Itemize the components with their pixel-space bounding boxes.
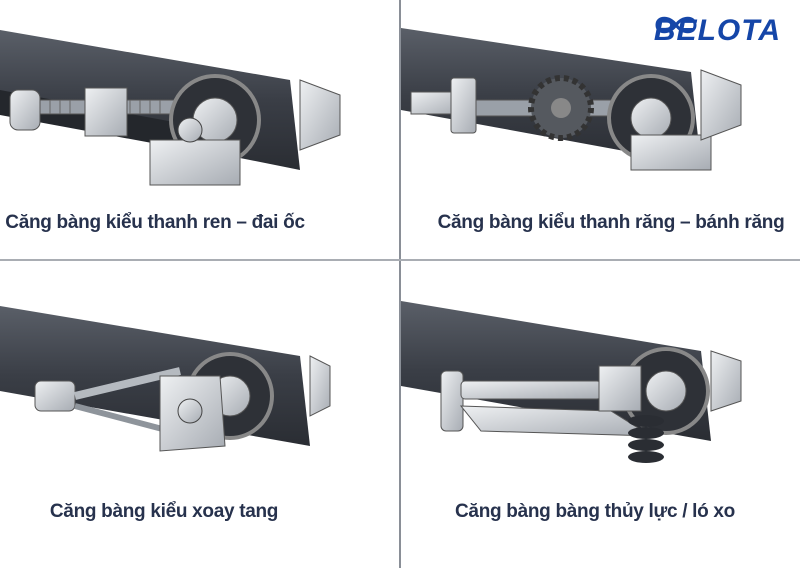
panel-pivot: Căng bàng kiểu xoay tang [0, 261, 400, 568]
spring [74, 403, 171, 434]
nut-block [84, 87, 128, 137]
hydraulic-spring-illustration [401, 301, 742, 463]
panel-caption: Căng bàng kiểu thanh răng – bánh răng [437, 212, 785, 233]
panel-rack-pinion: BELOTA Căng bàng kiểu thanh răng – bánh … [401, 0, 800, 259]
bracket [630, 134, 712, 171]
screw-nut-illustration [0, 30, 341, 186]
rack-bracket [450, 77, 477, 134]
pivot-illustration [0, 306, 331, 452]
brand-logo: BELOTA [654, 14, 781, 48]
vertical-divider [399, 0, 401, 568]
bearing [9, 89, 41, 131]
panel-hydraulic-spring: Căng bàng bàng thủy lực / ló xo [401, 261, 800, 568]
panel-caption: Căng bàng kiểu thanh ren – đai ốc [5, 212, 305, 233]
spring [628, 415, 664, 463]
rack-pinion-illustration [401, 28, 742, 171]
panel-screw-nut: Căng bàng kiểu thanh ren – đai ốc [0, 0, 400, 259]
brand-name: BELOTA [653, 14, 781, 47]
infinity-icon [655, 16, 697, 34]
hydraulic-cylinder [440, 370, 464, 432]
panel-caption: Căng bàng bàng thủy lực / ló xo [455, 501, 735, 522]
horizontal-divider [0, 259, 800, 261]
pivot-arm [74, 367, 181, 400]
bracket [149, 139, 241, 186]
panel-caption: Căng bàng kiểu xoay tang [49, 501, 279, 522]
piston-rod [460, 380, 602, 400]
